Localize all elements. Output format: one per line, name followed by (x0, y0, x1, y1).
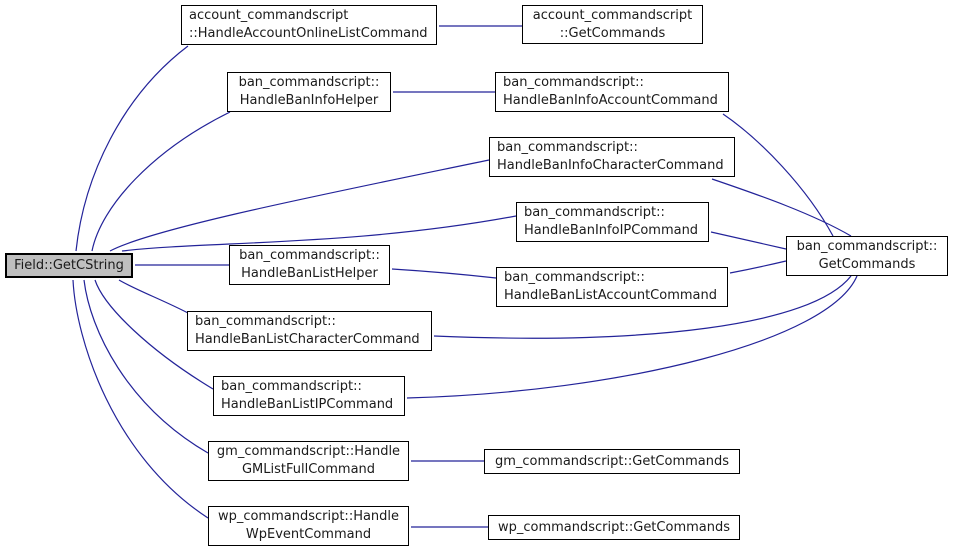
node-ban-infoip[interactable]: ban_commandscript::HandleBanInfoIPComman… (516, 202, 709, 242)
node-label-line: ::HandleAccountOnlineListCommand (189, 26, 428, 41)
edge-account-handle-to-field-getcstring (75, 45, 189, 252)
node-label-line: ban_commandscript:: (195, 314, 336, 329)
node-ban-listip[interactable]: ban_commandscript::HandleBanListIPComman… (213, 376, 405, 416)
node-label-line: HandleBanListHelper (241, 266, 378, 281)
node-gm-getcommands[interactable]: gm_commandscript::GetCommands (484, 449, 740, 474)
node-label-line: ban_commandscript:: (503, 75, 644, 90)
node-ban-getcommands[interactable]: ban_commandscript::GetCommands (786, 236, 948, 276)
node-ban-listaccount[interactable]: ban_commandscript::HandleBanListAccountC… (496, 267, 728, 307)
edge-ban-getcommands-to-ban-listaccount (729, 260, 787, 274)
node-label-line: gm_commandscript::GetCommands (494, 453, 730, 469)
edge-ban-infocharacter-to-field-getcstring (109, 159, 490, 252)
node-field-getcstring[interactable]: Field::GetCString (5, 253, 133, 278)
node-ban-infoaccount[interactable]: ban_commandscript::HandleBanInfoAccountC… (495, 72, 729, 112)
edge-ban-getcommands-to-ban-infoaccount (722, 113, 834, 237)
node-label-line: wp_commandscript::GetCommands (497, 519, 730, 535)
edge-ban-getcommands-to-ban-infocharacter (711, 178, 852, 237)
node-wp-getcommands[interactable]: wp_commandscript::GetCommands (488, 515, 740, 540)
edge-gm-handle-to-field-getcstring (83, 279, 209, 454)
node-label-line: GetCommands (818, 257, 916, 272)
node-account-handle[interactable]: account_commandscript::HandleAccountOnli… (181, 5, 437, 45)
node-label-line: ban_commandscript:: (504, 270, 645, 285)
node-label-line: HandleBanInfoCharacterCommand (497, 158, 724, 173)
node-label-line: ::GetCommands (559, 25, 666, 41)
node-label-line: gm_commandscript::Handle (216, 444, 401, 459)
node-ban-infocharacter[interactable]: ban_commandscript::HandleBanInfoCharacte… (489, 137, 735, 177)
node-label-line: HandleBanInfoHelper (239, 93, 379, 108)
edge-ban-listaccount-to-ban-listhelper (391, 268, 497, 279)
edge-ban-getcommands-to-ban-infoip (710, 231, 787, 250)
edge-ban-infohelper-to-field-getcstring (91, 111, 231, 252)
node-label-line: HandleBanInfoAccountCommand (503, 93, 718, 108)
node-label-line: wp_commandscript::Handle (217, 509, 400, 524)
node-label-line: account_commandscript (189, 8, 349, 23)
node-label-line: account_commandscript (532, 7, 693, 23)
node-label-line: ban_commandscript:: (221, 379, 362, 394)
node-label-line: ban_commandscript:: (238, 75, 380, 90)
node-label-line: ban_commandscript:: (497, 140, 638, 155)
edge-ban-listcharacter-to-field-getcstring (118, 279, 189, 314)
node-label-line: ban_commandscript:: (524, 205, 665, 220)
node-label-line: HandleBanListIPCommand (221, 397, 394, 412)
node-label-line: ban_commandscript:: (239, 248, 380, 263)
node-label-line: GMListFullCommand (241, 462, 376, 477)
node-ban-listhelper[interactable]: ban_commandscript::HandleBanListHelper (229, 245, 390, 285)
node-ban-listcharacter[interactable]: ban_commandscript::HandleBanListCharacte… (187, 311, 432, 351)
node-label-line: Field::GetCString (14, 257, 124, 273)
node-label-line: HandleBanInfoIPCommand (524, 223, 699, 238)
node-ban-infohelper[interactable]: ban_commandscript::HandleBanInfoHelper (227, 72, 391, 112)
node-account-getcommands[interactable]: account_commandscript::GetCommands (522, 5, 703, 44)
node-label-line: HandleBanListCharacterCommand (195, 332, 420, 347)
node-label-line: WpEventCommand (245, 527, 372, 542)
node-label-line: ban_commandscript:: (796, 239, 938, 254)
node-label-line: HandleBanListAccountCommand (504, 288, 717, 303)
